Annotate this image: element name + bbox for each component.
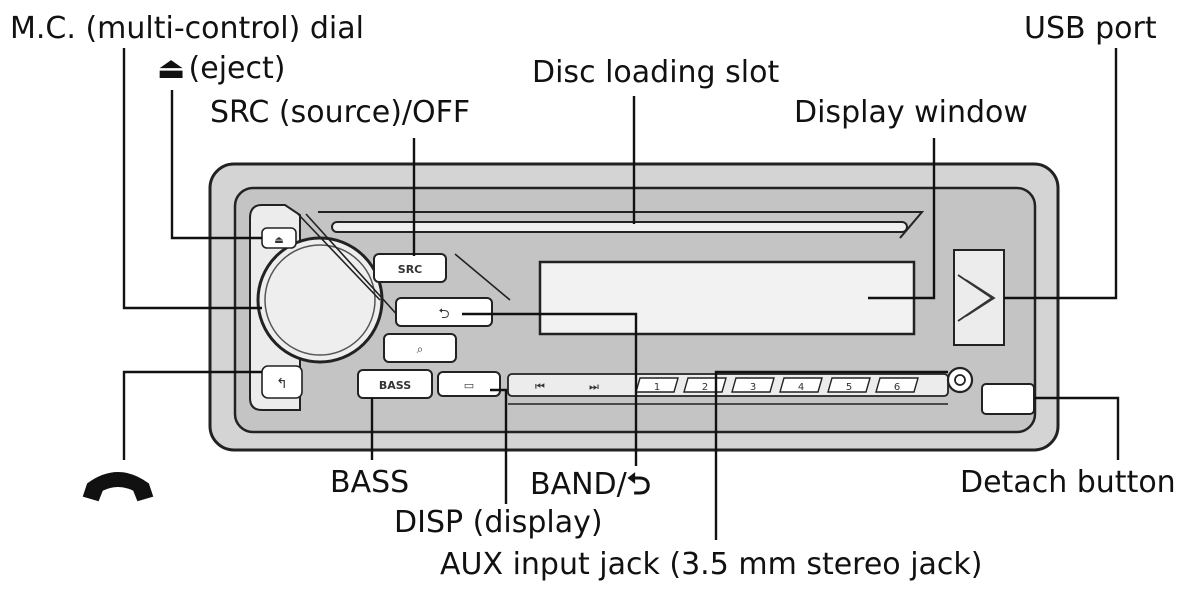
bass-button[interactable] [357,369,433,399]
preset-key-label-6: 6 [894,382,900,393]
label-usb-port: USB port [1024,11,1157,46]
label-eject: (eject) [188,51,286,86]
callout-aux [714,370,948,540]
label-aux: AUX input jack (3.5 mm stereo jack) [440,547,983,582]
label-display-window: Display window [794,95,1028,130]
next-track-key[interactable]: ⏭ [589,380,599,393]
src-button[interactable] [373,253,447,283]
preset-key-1[interactable] [635,377,679,393]
label-band-row: BAND/⮌ [530,468,661,502]
preset-key-label-5: 5 [846,382,852,393]
label-eject-row: ⏏ (eject) [157,52,285,86]
band-button[interactable] [395,297,493,327]
label-band: BAND/ [530,467,627,502]
callout-phone [122,370,262,460]
bass-button-text: BASS [379,379,411,392]
callout-band [462,312,638,466]
display-window [538,260,916,336]
callout-display [868,138,936,300]
preset-keys-group: 1 2 3 4 5 6 [635,377,919,393]
callout-eject [170,90,262,240]
preset-key-3[interactable] [731,377,775,393]
preset-key-label-1: 1 [654,382,660,393]
callout-detach [1034,396,1120,460]
usb-port[interactable] [953,249,1005,346]
label-disc-slot: Disc loading slot [532,55,780,90]
disp-button[interactable] [437,371,501,397]
callout-mc-dial [122,48,262,310]
eject-button-glyph: ⏏ [274,235,283,246]
mc-dial-ring [264,244,376,356]
label-disp: DISP (display) [394,505,603,540]
disp-button-glyph: ▭ [464,379,474,392]
preset-key-label-4: 4 [798,382,804,393]
band-button-glyph: ⮌ [438,306,449,322]
preset-key-label-2: 2 [702,382,708,393]
label-detach: Detach button [960,465,1176,500]
diagonal-accents [297,213,511,319]
callout-disp [490,388,508,504]
label-mc-dial: M.C. (multi-control) dial [10,11,364,46]
mc-dial[interactable] [256,236,384,364]
usb-port-chevrons [957,274,996,322]
disc-loading-slot[interactable] [331,221,908,233]
phone-handset-icon [82,472,154,502]
eject-icon: ⏏ [157,51,186,86]
phone-button-glyph: ↰ [276,376,288,392]
prev-track-key[interactable]: ⏮ [535,380,545,393]
label-bass: BASS [330,465,410,500]
preset-key-5[interactable] [827,377,871,393]
preset-key-6[interactable] [875,377,919,393]
aux-input-jack-hole [954,374,966,386]
preset-key-label-3: 3 [750,382,756,393]
src-button-text: SRC [398,263,422,276]
detach-button[interactable] [981,383,1035,415]
return-arrow-icon: ⮌ [626,467,651,502]
phone-button[interactable] [261,365,303,399]
search-button[interactable] [383,333,457,363]
search-button-glyph: ⌕ [417,342,424,356]
callout-usb [1004,48,1118,300]
preset-key-4[interactable] [779,377,823,393]
label-src-off: SRC (source)/OFF [210,95,471,130]
